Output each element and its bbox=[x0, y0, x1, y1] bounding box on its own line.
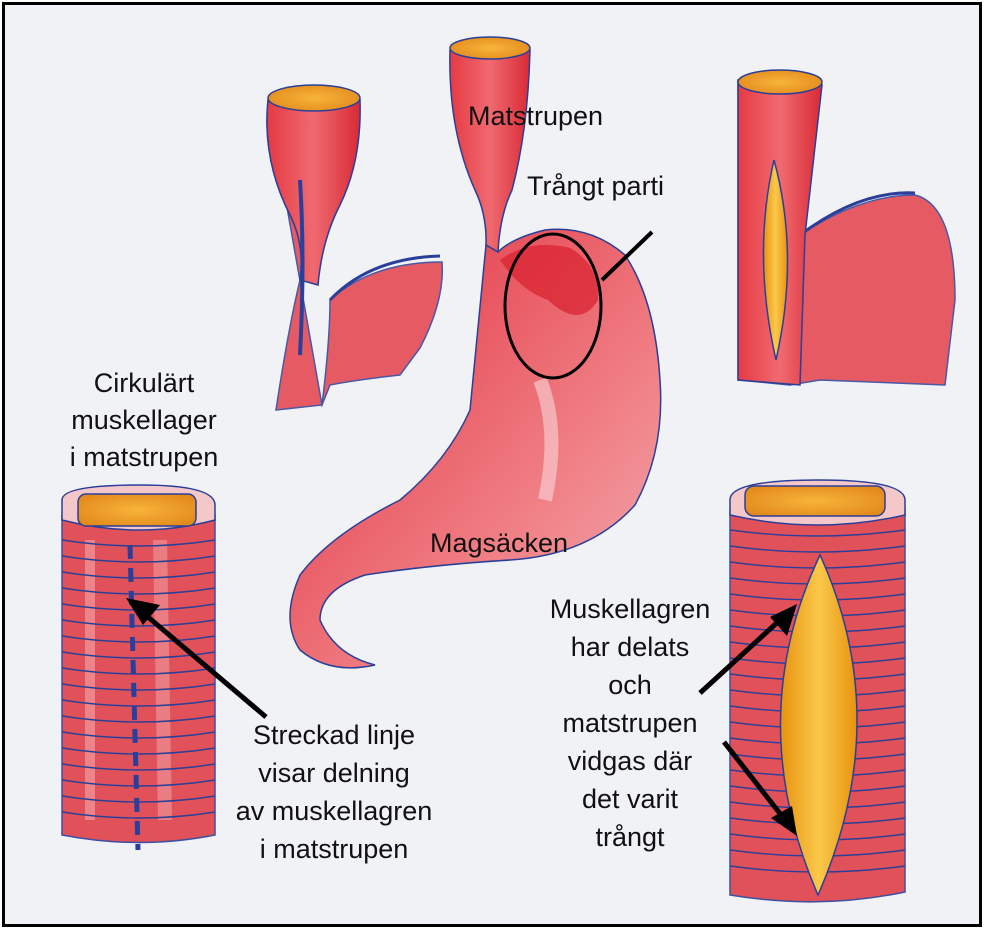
label-trangt-parti: Trångt parti bbox=[527, 170, 664, 202]
esophagus-opened-right bbox=[738, 70, 955, 385]
label-muskel-4: matstrupen bbox=[530, 707, 730, 739]
label-muskel-6: det varit bbox=[530, 783, 730, 815]
esophagus-narrow-left bbox=[267, 85, 442, 410]
label-muskel-1: Muskellagren bbox=[530, 593, 730, 625]
label-streckad-4: i matstrupen bbox=[214, 833, 454, 865]
label-muskel-2: har delats bbox=[530, 631, 730, 663]
label-muskel-5: vidgas där bbox=[530, 745, 730, 777]
muscle-cylinder-dashed bbox=[62, 485, 215, 850]
label-cirkulart-1: Cirkulärt bbox=[54, 367, 234, 399]
label-streckad-2: visar delning bbox=[214, 757, 454, 789]
label-cirkulart-2: muskellager bbox=[54, 404, 234, 436]
label-muskel-3: och bbox=[530, 669, 730, 701]
label-cirkulart-3: i matstrupen bbox=[54, 441, 234, 473]
label-muskel-7: trångt bbox=[530, 821, 730, 853]
label-streckad-1: Streckad linje bbox=[214, 719, 454, 751]
muscle-cylinder-opened bbox=[730, 480, 905, 902]
label-matstrupen: Matstrupen bbox=[468, 100, 603, 132]
label-magsacken: Magsäcken bbox=[430, 527, 568, 559]
label-streckad-3: av muskellagren bbox=[214, 795, 454, 827]
